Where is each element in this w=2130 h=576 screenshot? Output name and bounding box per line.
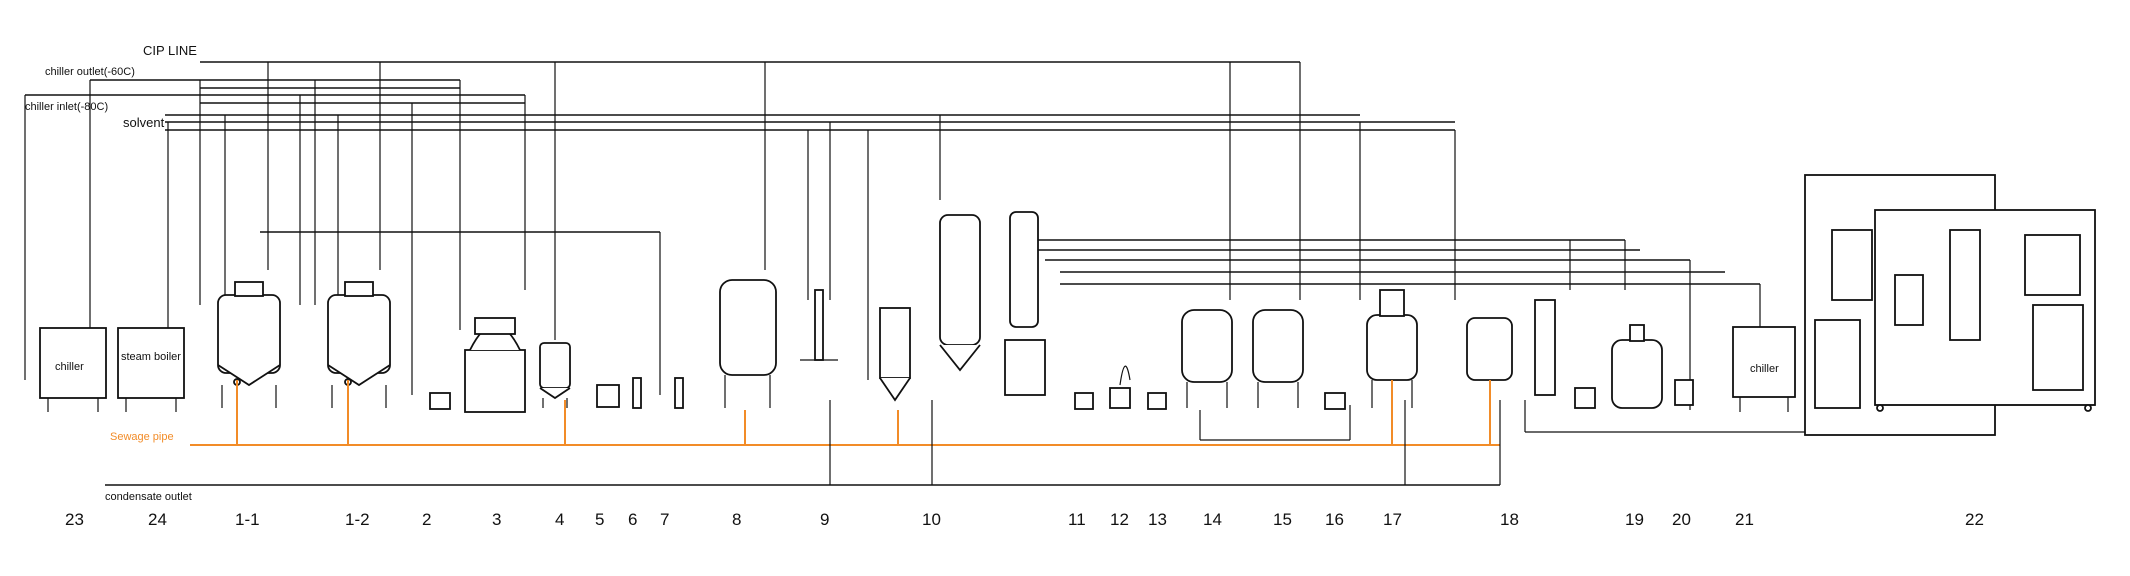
- vessel-4: [539, 342, 571, 408]
- equipment-number: 8: [732, 510, 741, 529]
- equipment-number: 17: [1383, 510, 1402, 529]
- reactor-1-2: [327, 281, 391, 408]
- equipment-number: 1-2: [345, 510, 370, 529]
- condensate-label: condensate outlet: [105, 491, 192, 503]
- pump-16: [1324, 392, 1346, 410]
- equipment-number: 23: [65, 510, 84, 529]
- equipment-number: 9: [820, 510, 829, 529]
- pump-2: [429, 392, 451, 410]
- equipment-number: 6: [628, 510, 637, 529]
- column-9: [800, 289, 838, 361]
- tank-19: [1611, 324, 1663, 409]
- equipment-number: 2: [422, 510, 431, 529]
- return-lines: [1199, 400, 1805, 441]
- reactor-1-1: [217, 281, 281, 408]
- chiller-left-label: chiller: [55, 361, 84, 373]
- header-pipes: [25, 61, 1760, 285]
- equipment-number: 20: [1672, 510, 1691, 529]
- chiller-inlet-label: chiller inlet(-80C): [25, 101, 108, 113]
- tank-15: [1252, 309, 1304, 408]
- equipment-number: 18: [1500, 510, 1519, 529]
- equipment-number: 7: [660, 510, 669, 529]
- unit-20: [1674, 379, 1694, 406]
- sewage-pipe: [190, 380, 1500, 446]
- equipment-number: 22: [1965, 510, 1984, 529]
- evaporator-10: [879, 211, 1046, 402]
- chiller-outlet-label: chiller outlet(-60C): [45, 66, 135, 78]
- sewage-label: Sewage pipe: [110, 431, 174, 443]
- equipment-number: 3: [492, 510, 501, 529]
- steam-boiler-label: steam boiler: [121, 351, 181, 363]
- units-11-12-13: [1074, 365, 1167, 410]
- solvent-label: solvent: [123, 115, 165, 130]
- equipment-number: 13: [1148, 510, 1167, 529]
- filter-3: [464, 317, 526, 413]
- equipment-numbers: 23 24 1-1 1-2 2 3 4 5 6 7 8 9 10 11 12 1…: [65, 510, 1984, 529]
- units-5-6-7: [596, 377, 684, 409]
- reactor-18: [1466, 299, 1596, 409]
- cip-line-label: CIP LINE: [143, 43, 197, 58]
- equipment-number: 4: [555, 510, 564, 529]
- equipment-number: 5: [595, 510, 604, 529]
- condensate-line: [105, 400, 1501, 486]
- skid-22: [1804, 174, 2096, 436]
- equipment-number: 14: [1203, 510, 1222, 529]
- equipment-number: 1-1: [235, 510, 260, 529]
- equipment-number: 16: [1325, 510, 1344, 529]
- equipment-number: 11: [1068, 510, 1086, 529]
- equipment-number: 19: [1625, 510, 1644, 529]
- tank-8: [719, 279, 777, 408]
- chiller-right-label: chiller: [1750, 363, 1779, 375]
- tank-14: [1181, 309, 1233, 408]
- equipment-number: 24: [148, 510, 167, 529]
- equipment-number: 21: [1735, 510, 1754, 529]
- chiller-right: chiller: [1732, 326, 1796, 412]
- equipment-number: 10: [922, 510, 941, 529]
- equipment-number: 12: [1110, 510, 1129, 529]
- chiller-left: chiller: [39, 327, 107, 412]
- equipment-number: 15: [1273, 510, 1292, 529]
- steam-boiler: steam boiler: [117, 327, 185, 412]
